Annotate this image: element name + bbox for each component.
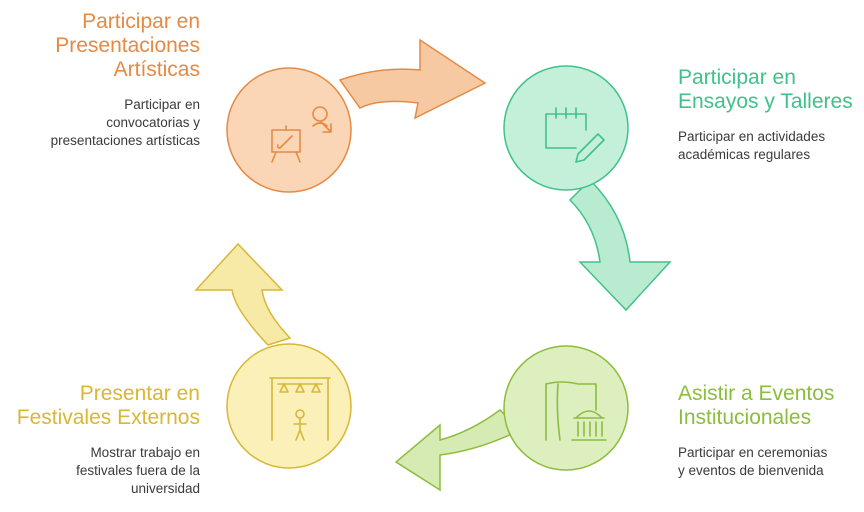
- arrow-top: [338, 38, 487, 120]
- circle-top-right: [503, 65, 629, 191]
- step-title: Presentar en Festivales Externos: [16, 382, 200, 429]
- step-bottom-right: Asistir a Eventos Institucionales Partic…: [678, 382, 864, 480]
- curtain-building-icon: [545, 381, 607, 441]
- circle-bottom-left: [226, 343, 352, 469]
- step-title: Asistir a Eventos Institucionales: [678, 382, 835, 429]
- easel-artist-icon: [271, 106, 332, 163]
- step-top-left: Participar en Presentaciones Artísticas …: [0, 10, 200, 150]
- arrow-right: [568, 178, 672, 312]
- step-description: Participar en actividades académicas reg…: [678, 129, 826, 162]
- step-top-right: Participar en Ensayos y Talleres Partici…: [678, 66, 864, 164]
- arrow-bottom: [394, 409, 522, 492]
- stage-performer-icon: [269, 377, 331, 441]
- step-description: Mostrar trabajo en festivales fuera de l…: [76, 445, 200, 496]
- step-description: Participar en ceremonias y eventos de bi…: [678, 445, 828, 478]
- arrow-left: [194, 242, 292, 346]
- step-description: Participar en convocatorias y presentaci…: [50, 97, 200, 148]
- step-title: Participar en Presentaciones Artísticas: [55, 10, 200, 81]
- circle-bottom-right: [503, 345, 629, 471]
- calendar-pencil-icon: [545, 107, 605, 163]
- step-bottom-left: Presentar en Festivales Externos Mostrar…: [0, 382, 200, 498]
- step-title: Participar en Ensayos y Talleres: [678, 66, 853, 113]
